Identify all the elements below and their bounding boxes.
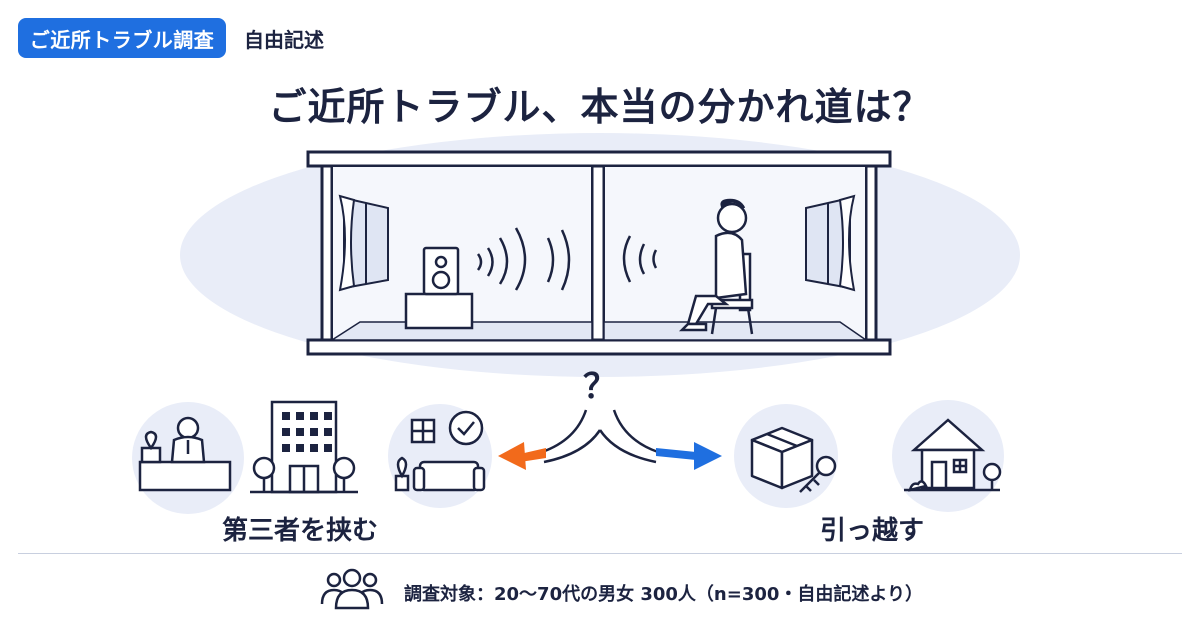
survey-footnote: 調査対象：20〜70代の男女 300人（n=300・自由記述より） (404, 584, 924, 605)
group-icon (320, 568, 384, 610)
checkmark-icon (448, 410, 484, 446)
right-arrow (656, 442, 722, 470)
divider (18, 553, 1182, 554)
key-icon (799, 455, 837, 493)
question-mark: ？ (583, 367, 617, 407)
box-icon (734, 404, 838, 508)
survey-badge: ご近所トラブル調査 (18, 18, 226, 58)
option-move-out-label: 引っ越す (820, 516, 925, 546)
sound-wave-icon (476, 227, 658, 291)
office-building-icon (250, 400, 358, 494)
option-third-party-label: 第三者を挟む (222, 516, 379, 546)
left-window (338, 194, 389, 292)
right-window (805, 194, 856, 292)
free-text-tag: 自由記述 (244, 28, 324, 52)
apartment-cross-section (306, 150, 892, 356)
left-arrow (498, 442, 546, 470)
seated-person-icon (678, 198, 754, 335)
fork-path (541, 409, 659, 464)
house-icon (892, 400, 1004, 512)
speaker-icon (404, 246, 474, 330)
receptionist-icon (132, 402, 244, 514)
page-title: ご近所トラブル、本当の分かれ道は？ (268, 85, 932, 129)
